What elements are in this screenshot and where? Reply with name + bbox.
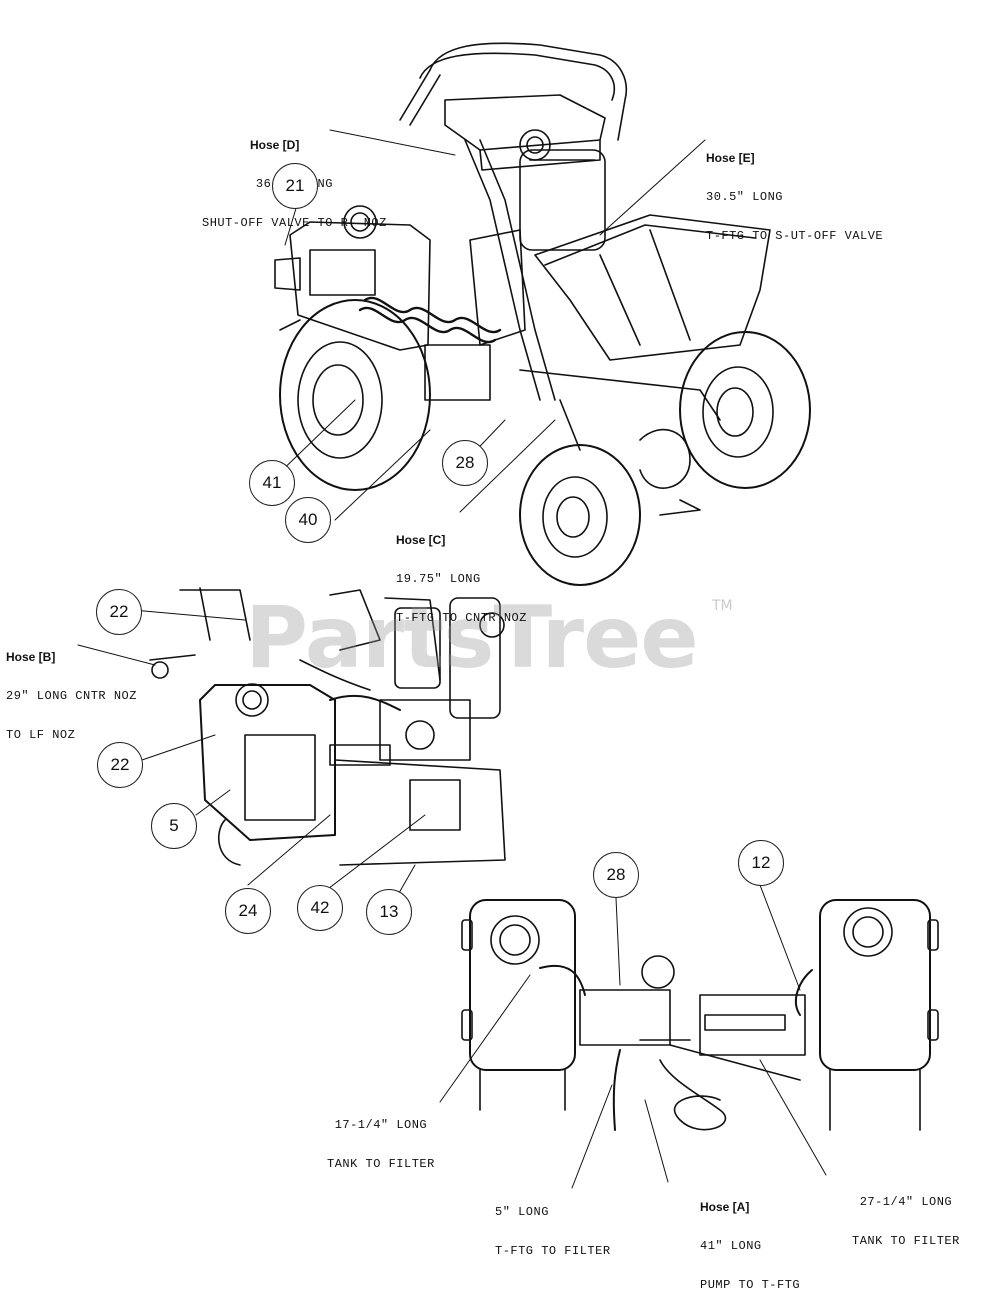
hose-e-title: Hose [E] — [706, 151, 755, 165]
callout-28-top: 28 — [442, 440, 488, 486]
hose-a-length: 41" LONG — [700, 1239, 762, 1253]
note-27-length-line2: TANK TO FILTER — [852, 1234, 960, 1248]
callout-28-bottom: 28 — [593, 852, 639, 898]
hose-c-title: Hose [C] — [396, 533, 446, 547]
callout-12: 12 — [738, 840, 784, 886]
plumbing-detail-drawing — [461, 899, 939, 1131]
note-27-length: 27-1/4" LONG TANK TO FILTER — [852, 1170, 960, 1261]
hose-e-length: 30.5" LONG — [706, 190, 784, 204]
hose-c-route: T-FTG TO CNTR NOZ — [396, 611, 527, 625]
note-5-length: 5" LONG T-FTG TO FILTER — [495, 1180, 611, 1271]
hose-d-label: Hose [D] 36.5" LONG SHUT-OFF VALVE TO R-… — [202, 113, 387, 243]
hose-e-label: Hose [E] 30.5" LONG T-FTG TO S-UT-OFF VA… — [706, 126, 883, 256]
callout-5: 5 — [151, 803, 197, 849]
hose-e-route: T-FTG TO S-UT-OFF VALVE — [706, 229, 884, 243]
hose-b-length: 29" LONG CNTR NOZ — [6, 689, 137, 703]
tank-detail-drawing — [149, 587, 506, 866]
hose-c-length: 19.75" LONG — [396, 572, 481, 586]
sprayer-overview-drawing — [274, 42, 811, 586]
note-5-length-line2: T-FTG TO FILTER — [495, 1244, 611, 1258]
callout-42: 42 — [297, 885, 343, 931]
hose-a-title: Hose [A] — [700, 1200, 750, 1214]
callout-41: 41 — [249, 460, 295, 506]
note-27-length-line1: 27-1/4" LONG — [859, 1195, 953, 1209]
hose-b-title: Hose [B] — [6, 650, 56, 664]
note-17-length-line1: 17-1/4" LONG — [334, 1118, 428, 1132]
hose-d-route: SHUT-OFF VALVE TO R- NOZ — [202, 216, 387, 230]
partstree-watermark: PartsTree — [245, 588, 699, 688]
note-17-length: 17-1/4" LONG TANK TO FILTER — [327, 1093, 435, 1184]
callout-21: 21 — [272, 163, 318, 209]
callout-13: 13 — [366, 889, 412, 935]
note-5-length-line1: 5" LONG — [495, 1205, 549, 1219]
hose-b-route: TO LF NOZ — [6, 728, 76, 742]
callout-22-lower: 22 — [97, 742, 143, 788]
hose-a-label: Hose [A] 41" LONG PUMP TO T-FTG — [700, 1175, 800, 1305]
middle-leader-lines — [77, 609, 426, 901]
callout-22-upper: 22 — [96, 589, 142, 635]
hose-b-label: Hose [B] 29" LONG CNTR NOZ TO LF NOZ — [6, 625, 137, 755]
hose-c-label: Hose [C] 19.75" LONG T-FTG TO CNTR NOZ — [396, 508, 527, 638]
hose-d-title: Hose [D] — [250, 138, 300, 152]
callout-24: 24 — [225, 888, 271, 934]
bottom-leader-lines — [439, 884, 827, 1189]
trademark-mark: TM — [712, 598, 733, 614]
note-17-length-line2: TANK TO FILTER — [327, 1157, 435, 1171]
callout-40: 40 — [285, 497, 331, 543]
hose-a-route: PUMP TO T-FTG — [700, 1278, 801, 1292]
